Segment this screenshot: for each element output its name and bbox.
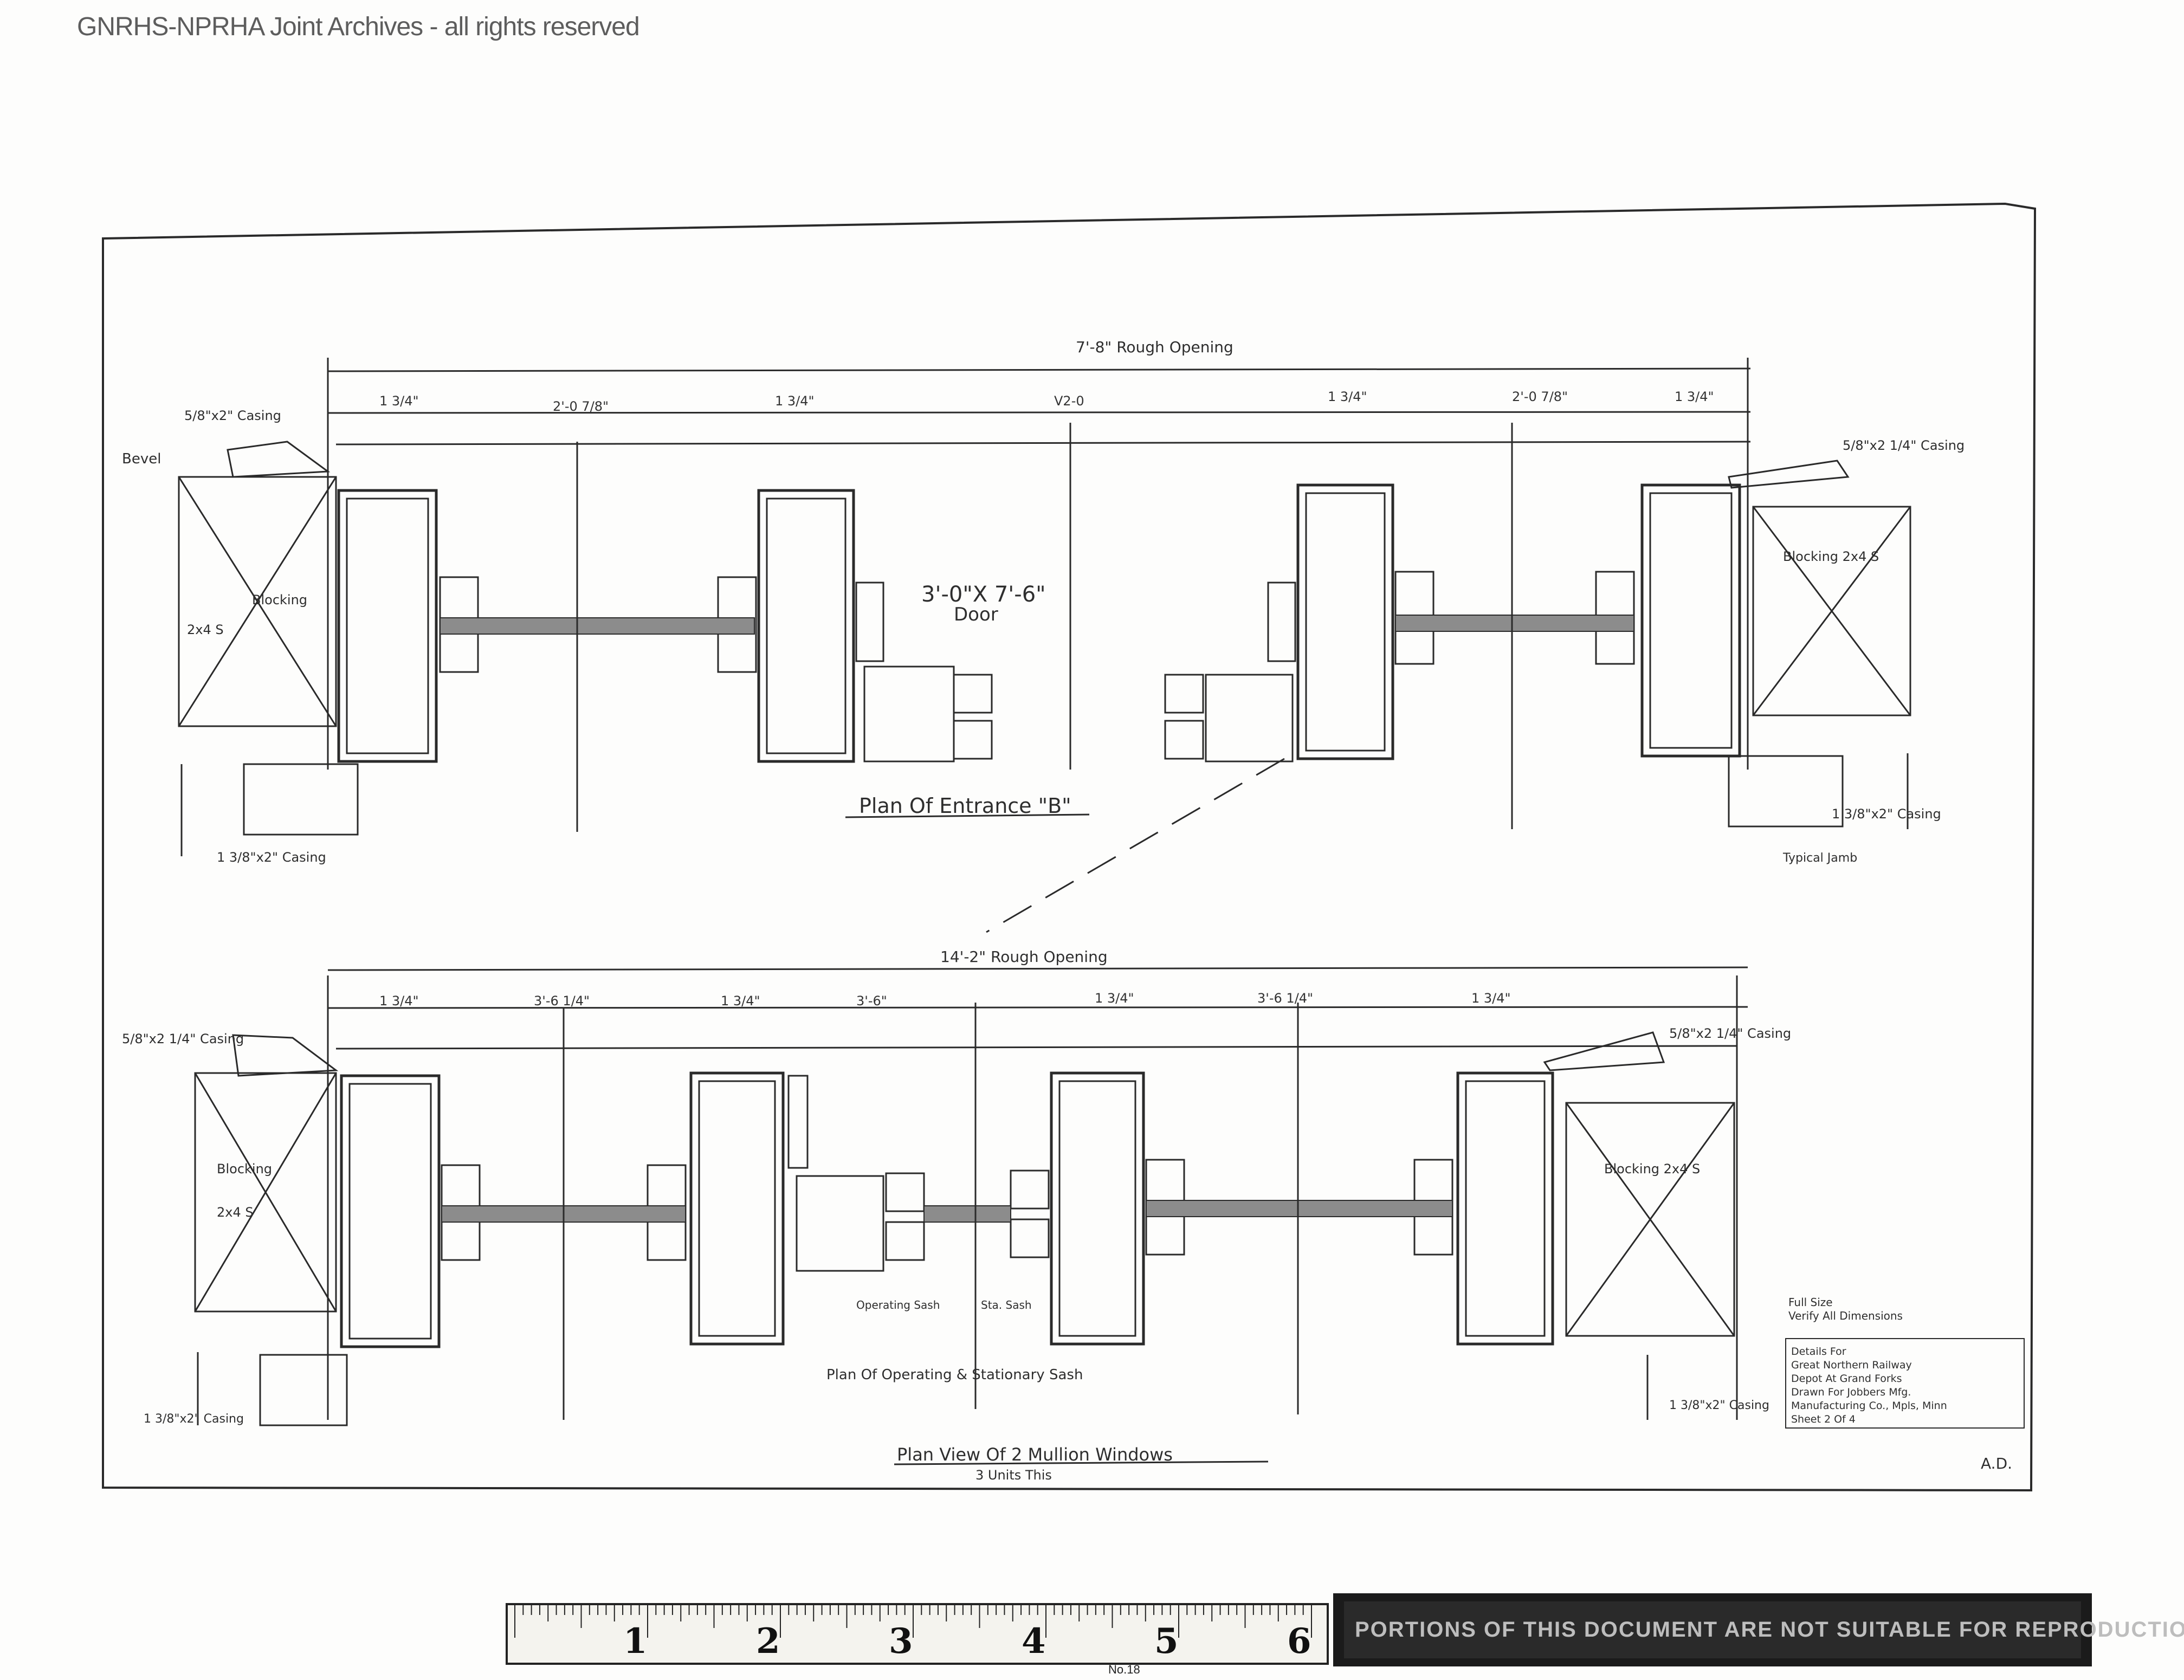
- title-block-line: Great Northern Railway: [1791, 1359, 1912, 1371]
- dim-label: 1 3/4": [775, 393, 815, 409]
- title-block-line: Manufacturing Co., Mpls, Minn: [1791, 1400, 1947, 1412]
- scale-ruler: 1 2 3 4 5 6 No.18: [506, 1603, 1329, 1676]
- blocking-label-bottom-right: Blocking 2x4 S: [1604, 1161, 1700, 1177]
- door-size-label: 3'-0"X 7'-6": [921, 582, 1046, 607]
- dim-label: 1 3/4": [1328, 389, 1367, 404]
- stud-label-bottom-left: 2x4 S: [217, 1205, 254, 1220]
- door-label: Door: [954, 604, 998, 625]
- dim-label: V2-0: [1054, 393, 1084, 409]
- blocking-label-top-right: Blocking 2x4 S: [1783, 549, 1879, 564]
- drawing-border: [102, 202, 2037, 1492]
- plan-entrance-b: [178, 358, 1911, 933]
- dim-label: 1 3/4": [1675, 389, 1714, 404]
- rough-opening-top: 7'-8" Rough Opening: [1076, 338, 1233, 356]
- blocking-label-top-left: Blocking: [252, 592, 307, 608]
- casing-bottom-label-bottom-right: 1 3/8"x2" Casing: [1669, 1399, 1769, 1412]
- ruler-number: 5: [1154, 1621, 1179, 1662]
- ruler-number: 6: [1287, 1621, 1311, 1662]
- casing-bottom-label-top-left: 1 3/8"x2" Casing: [217, 850, 326, 865]
- dim-label: 1 3/4": [379, 993, 419, 1009]
- dim-label: 3'-6": [856, 993, 887, 1009]
- verify-note: Verify All Dimensions: [1788, 1309, 1903, 1322]
- title-block-line: Details For: [1791, 1346, 1846, 1358]
- casing-label-bottom-right: 5/8"x2 1/4" Casing: [1669, 1026, 1791, 1041]
- dim-label: 1 3/4": [1471, 991, 1511, 1006]
- ruler-number: 1: [623, 1621, 648, 1662]
- title-block-line: Sheet 2 Of 4: [1791, 1413, 1856, 1425]
- dim-label: 3'-6 1/4": [1257, 991, 1313, 1006]
- casing-bottom-label-top-right: 1 3/8"x2" Casing: [1832, 806, 1941, 822]
- scale-note: Full Size: [1788, 1296, 1833, 1309]
- title-block: Full Size Verify All Dimensions Details …: [1785, 1296, 2025, 1472]
- dim-label: 2'-0 7/8": [1512, 389, 1568, 404]
- stationary-sash-label: Sta. Sash: [981, 1298, 1032, 1311]
- archive-watermark: GNRHS-NPRHA Joint Archives - all rights …: [77, 12, 640, 41]
- ruler-model: No.18: [1108, 1663, 1140, 1676]
- title-block-line: Depot At Grand Forks: [1791, 1373, 1902, 1385]
- sash-plan-subtitle: Plan Of Operating & Stationary Sash: [826, 1367, 1083, 1383]
- ruler-number: 3: [889, 1621, 913, 1662]
- dims-top: 1 3/4" 2'-0 7/8" 1 3/4" V2-0 1 3/4" 2'-0…: [379, 389, 1714, 414]
- dim-label: 1 3/4": [1095, 991, 1134, 1006]
- reproduction-notice: PORTIONS OF THIS DOCUMENT ARE NOT SUITAB…: [1333, 1593, 2184, 1666]
- plan-entrance-title: Plan Of Entrance "B": [859, 794, 1071, 818]
- rough-opening-bottom: 14'-2" Rough Opening: [940, 948, 1108, 966]
- blocking-label-bottom-left: Blocking: [217, 1161, 272, 1177]
- casing-label-top-left: 5/8"x2" Casing: [184, 408, 281, 423]
- operating-sash-label: Operating Sash: [856, 1298, 940, 1311]
- dim-label: 3'-6 1/4": [534, 993, 590, 1009]
- typical-jamb-label: Typical Jamb: [1782, 851, 1857, 865]
- dim-label: 2'-0 7/8": [553, 399, 609, 414]
- dim-label: 1 3/4": [379, 393, 419, 409]
- title-block-line: Drawn For Jobbers Mfg.: [1791, 1386, 1911, 1398]
- casing-label-top-right: 5/8"x2 1/4" Casing: [1843, 438, 1965, 453]
- ruler-number: 2: [756, 1621, 780, 1662]
- drafter-initials: A.D.: [1981, 1455, 2012, 1472]
- dims-bottom: 1 3/4" 3'-6 1/4" 1 3/4" 3'-6" 1 3/4" 3'-…: [379, 991, 1511, 1009]
- ruler-number: 4: [1022, 1621, 1046, 1662]
- casing-label-bottom-left: 5/8"x2 1/4" Casing: [122, 1031, 244, 1046]
- units-note: 3 Units This: [975, 1468, 1052, 1483]
- notice-text: PORTIONS OF THIS DOCUMENT ARE NOT SUITAB…: [1355, 1618, 2184, 1642]
- bevel-label: Bevel: [122, 451, 161, 467]
- plan-mullion-windows: [194, 966, 1748, 1426]
- mullion-plan-title: Plan View Of 2 Mullion Windows: [897, 1444, 1173, 1465]
- casing-bottom-label-bottom-left: 1 3/8"x2" Casing: [144, 1412, 244, 1426]
- stud-label-top-left: 2x4 S: [187, 622, 224, 637]
- dim-label: 1 3/4": [721, 993, 760, 1009]
